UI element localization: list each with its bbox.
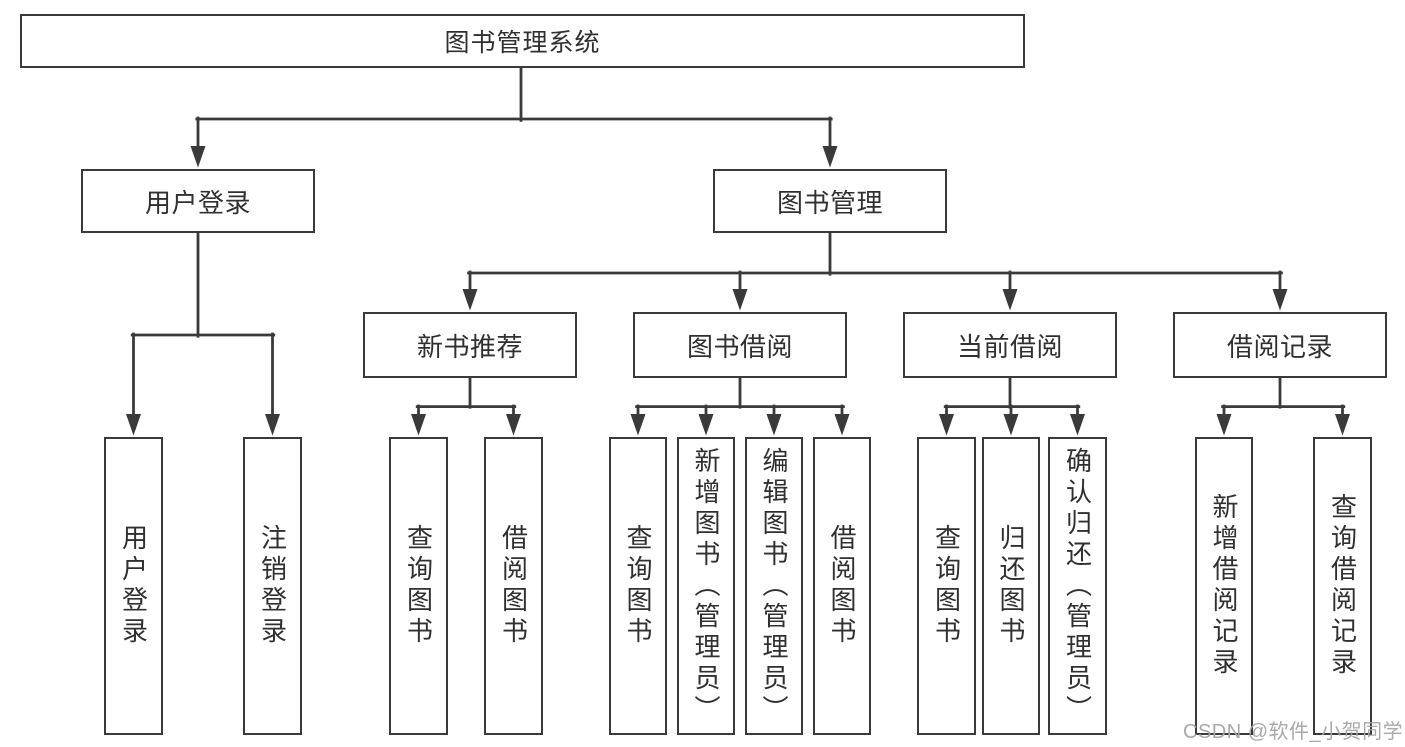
- node-user-login-branch: 用户登录: [81, 169, 315, 233]
- watermark: CSDN @软件_小贺同学: [1183, 721, 1404, 743]
- leaf-query-books-recommend: 查询图书: [389, 437, 448, 735]
- leaf-logout: 注销登录: [243, 437, 302, 735]
- leaf-add-book-admin: 新增图书（管理员）: [677, 437, 735, 735]
- leaf-confirm-return-admin: 确认归还（管理员）: [1048, 437, 1107, 735]
- leaf-add-borrow-record: 新增借阅记录: [1195, 437, 1253, 735]
- leaf-query-books-borrow: 查询图书: [609, 437, 667, 735]
- leaf-borrow-books: 借阅图书: [813, 437, 871, 735]
- node-current-borrow: 当前借阅: [903, 312, 1117, 378]
- leaf-edit-book-admin: 编辑图书（管理员）: [745, 437, 803, 735]
- node-system-root: 图书管理系统: [20, 14, 1025, 68]
- node-new-book-recommend: 新书推荐: [363, 312, 577, 378]
- node-book-management-branch: 图书管理: [713, 169, 947, 233]
- node-book-borrow: 图书借阅: [633, 312, 847, 378]
- node-borrow-records: 借阅记录: [1173, 312, 1387, 378]
- leaf-query-books-current: 查询图书: [917, 437, 976, 735]
- leaf-borrow-books-recommend: 借阅图书: [484, 437, 543, 735]
- leaf-query-borrow-record: 查询借阅记录: [1313, 437, 1372, 735]
- leaf-return-book: 归还图书: [982, 437, 1040, 735]
- leaf-user-login: 用户登录: [104, 437, 163, 735]
